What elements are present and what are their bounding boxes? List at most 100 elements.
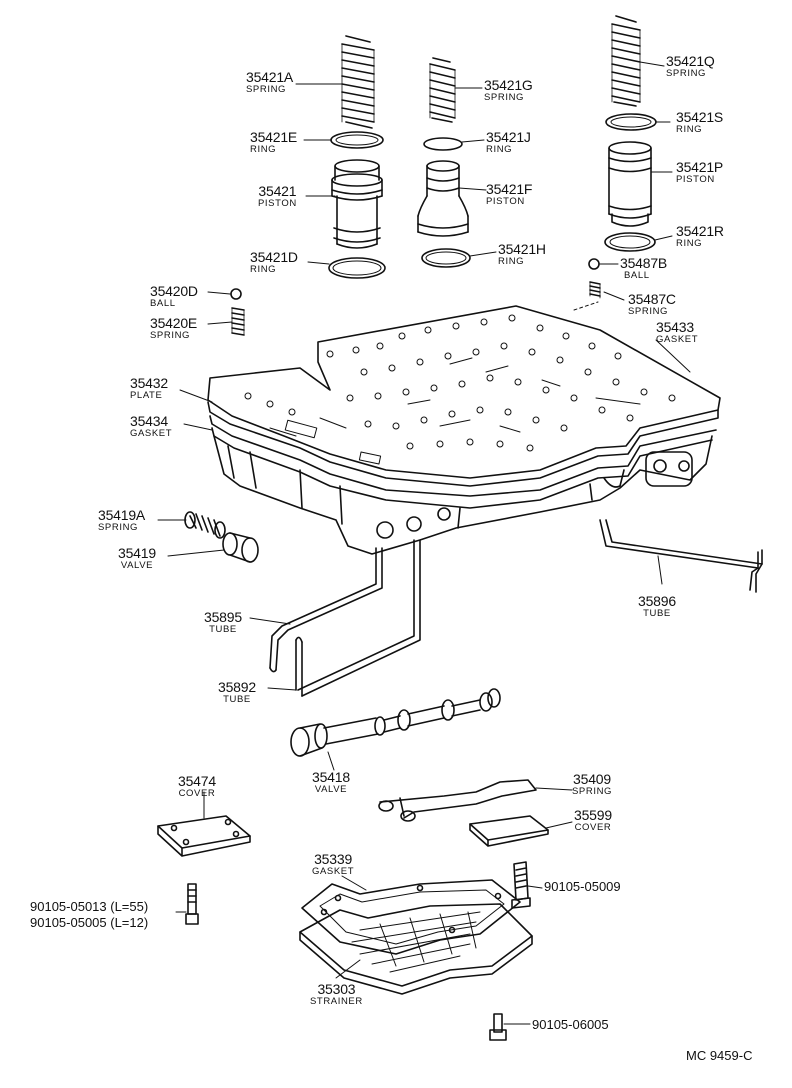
gasket-35434 [211, 427, 713, 509]
part-name: SPRING [572, 786, 613, 797]
cover-35599 [469, 815, 549, 847]
gasket-35433 [207, 305, 721, 479]
part-number: 35421D [250, 249, 298, 265]
ring-35421S [605, 113, 657, 131]
piston-35421F [417, 160, 469, 237]
part-name: BALL [150, 298, 176, 309]
part-number: 35421Q [666, 53, 715, 69]
part-name: STRAINER [310, 996, 363, 1007]
part-number: 35418 [312, 769, 350, 785]
part-number: 35421S [676, 109, 724, 125]
bolt-90105-06005 [489, 1013, 507, 1041]
part-name: GASKET [130, 428, 173, 439]
ball-35487B [588, 258, 600, 270]
part-number: 35421E [250, 129, 298, 145]
part-number: 35421A [246, 69, 294, 85]
part-name: PISTON [258, 198, 297, 209]
part-name: GASKET [312, 866, 355, 877]
part-number: 35433 [656, 319, 694, 335]
tube-35895 [269, 547, 383, 673]
part-name: SPRING [666, 68, 707, 79]
spring-35487C [589, 281, 601, 299]
part-number: 35474 [178, 773, 216, 789]
part-name: TUBE [209, 624, 237, 635]
spring-35421A [341, 35, 375, 129]
part-number: 35420D [150, 283, 198, 299]
part-name: RING [486, 144, 513, 155]
diagram-reference-code: MC 9459-C [686, 1048, 753, 1063]
part-number: 35421 [258, 183, 297, 199]
part-number: 35420E [150, 315, 198, 331]
part-name: RING [676, 124, 703, 135]
part-name: VALVE [120, 560, 154, 571]
bolt-90105-05009 [511, 861, 531, 909]
strainer-35303 [299, 903, 533, 995]
part-name: PISTON [676, 174, 715, 185]
part-name: SPRING [484, 92, 525, 103]
part-name: RING [250, 264, 277, 275]
label-bolt-90105-05013: 90105-05013 (L=55) [30, 899, 149, 914]
part-number: 35421H [498, 241, 546, 257]
ring-35421H [421, 248, 471, 268]
ball-35420D [230, 288, 242, 300]
piston-35421P [608, 141, 652, 227]
part-number: 35409 [573, 771, 611, 787]
label-bolt-90105-06005: 90105-06005 [532, 1017, 609, 1032]
part-number: 35487B [620, 255, 668, 271]
part-number: 35421R [676, 223, 724, 239]
label-bolt-90105-05009: 90105-05009 [544, 879, 621, 894]
ring-35421D [328, 257, 386, 279]
part-number: 35487C [628, 291, 676, 307]
part-number: 35599 [574, 807, 612, 823]
part-name: RING [676, 238, 703, 249]
valve-35418 [290, 688, 501, 757]
part-number: 35419A [98, 507, 146, 523]
valve-body [213, 435, 713, 555]
part-name: SPRING [98, 522, 139, 533]
part-name: BALL [624, 270, 650, 281]
part-name: RING [498, 256, 525, 267]
part-number: 35892 [218, 679, 256, 695]
cover-35474 [157, 815, 251, 857]
part-name: RING [250, 144, 277, 155]
spring-35421Q [611, 15, 641, 107]
label-bolt-90105-05005: 90105-05005 (L=12) [30, 915, 149, 930]
tube-35892 [295, 539, 421, 697]
part-name: PISTON [486, 196, 525, 207]
part-name: PLATE [130, 390, 163, 401]
bolt-90105-05013 [185, 883, 199, 925]
spring-35420E [231, 307, 245, 336]
part-number: 35434 [130, 413, 168, 429]
ring-35421E [330, 131, 384, 149]
part-name: SPRING [246, 84, 287, 95]
part-name: TUBE [643, 608, 671, 619]
plate-35432 [207, 401, 719, 497]
